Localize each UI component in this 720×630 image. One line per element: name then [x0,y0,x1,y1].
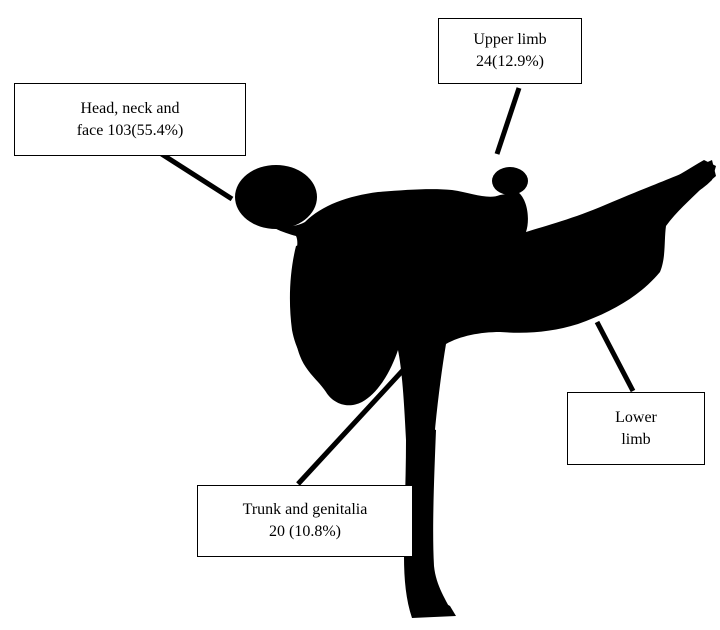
silhouette-fist [492,167,528,195]
silhouette-head [235,165,317,229]
label-head-line1: Head, neck and [80,98,179,120]
label-trunk-line2: 20 (10.8%) [269,521,341,543]
label-head-line2: face 103(55.4%) [77,120,184,142]
leader-line-lower [597,322,633,391]
label-head-neck-face: Head, neck and face 103(55.4%) [14,83,246,156]
label-lower-limb: Lower limb [567,392,705,465]
label-lower-line1: Lower [615,407,657,429]
leader-line-head [160,153,232,199]
label-lower-line2: limb [621,429,650,451]
label-trunk-genitalia: Trunk and genitalia 20 (10.8%) [197,485,413,557]
label-upper-limb: Upper limb 24(12.9%) [438,18,582,84]
label-upper-line2: 24(12.9%) [476,51,544,73]
label-upper-line1: Upper limb [473,29,546,51]
silhouette-standing-leg [409,420,455,616]
leader-line-upper [497,88,519,154]
label-trunk-line1: Trunk and genitalia [243,499,368,521]
